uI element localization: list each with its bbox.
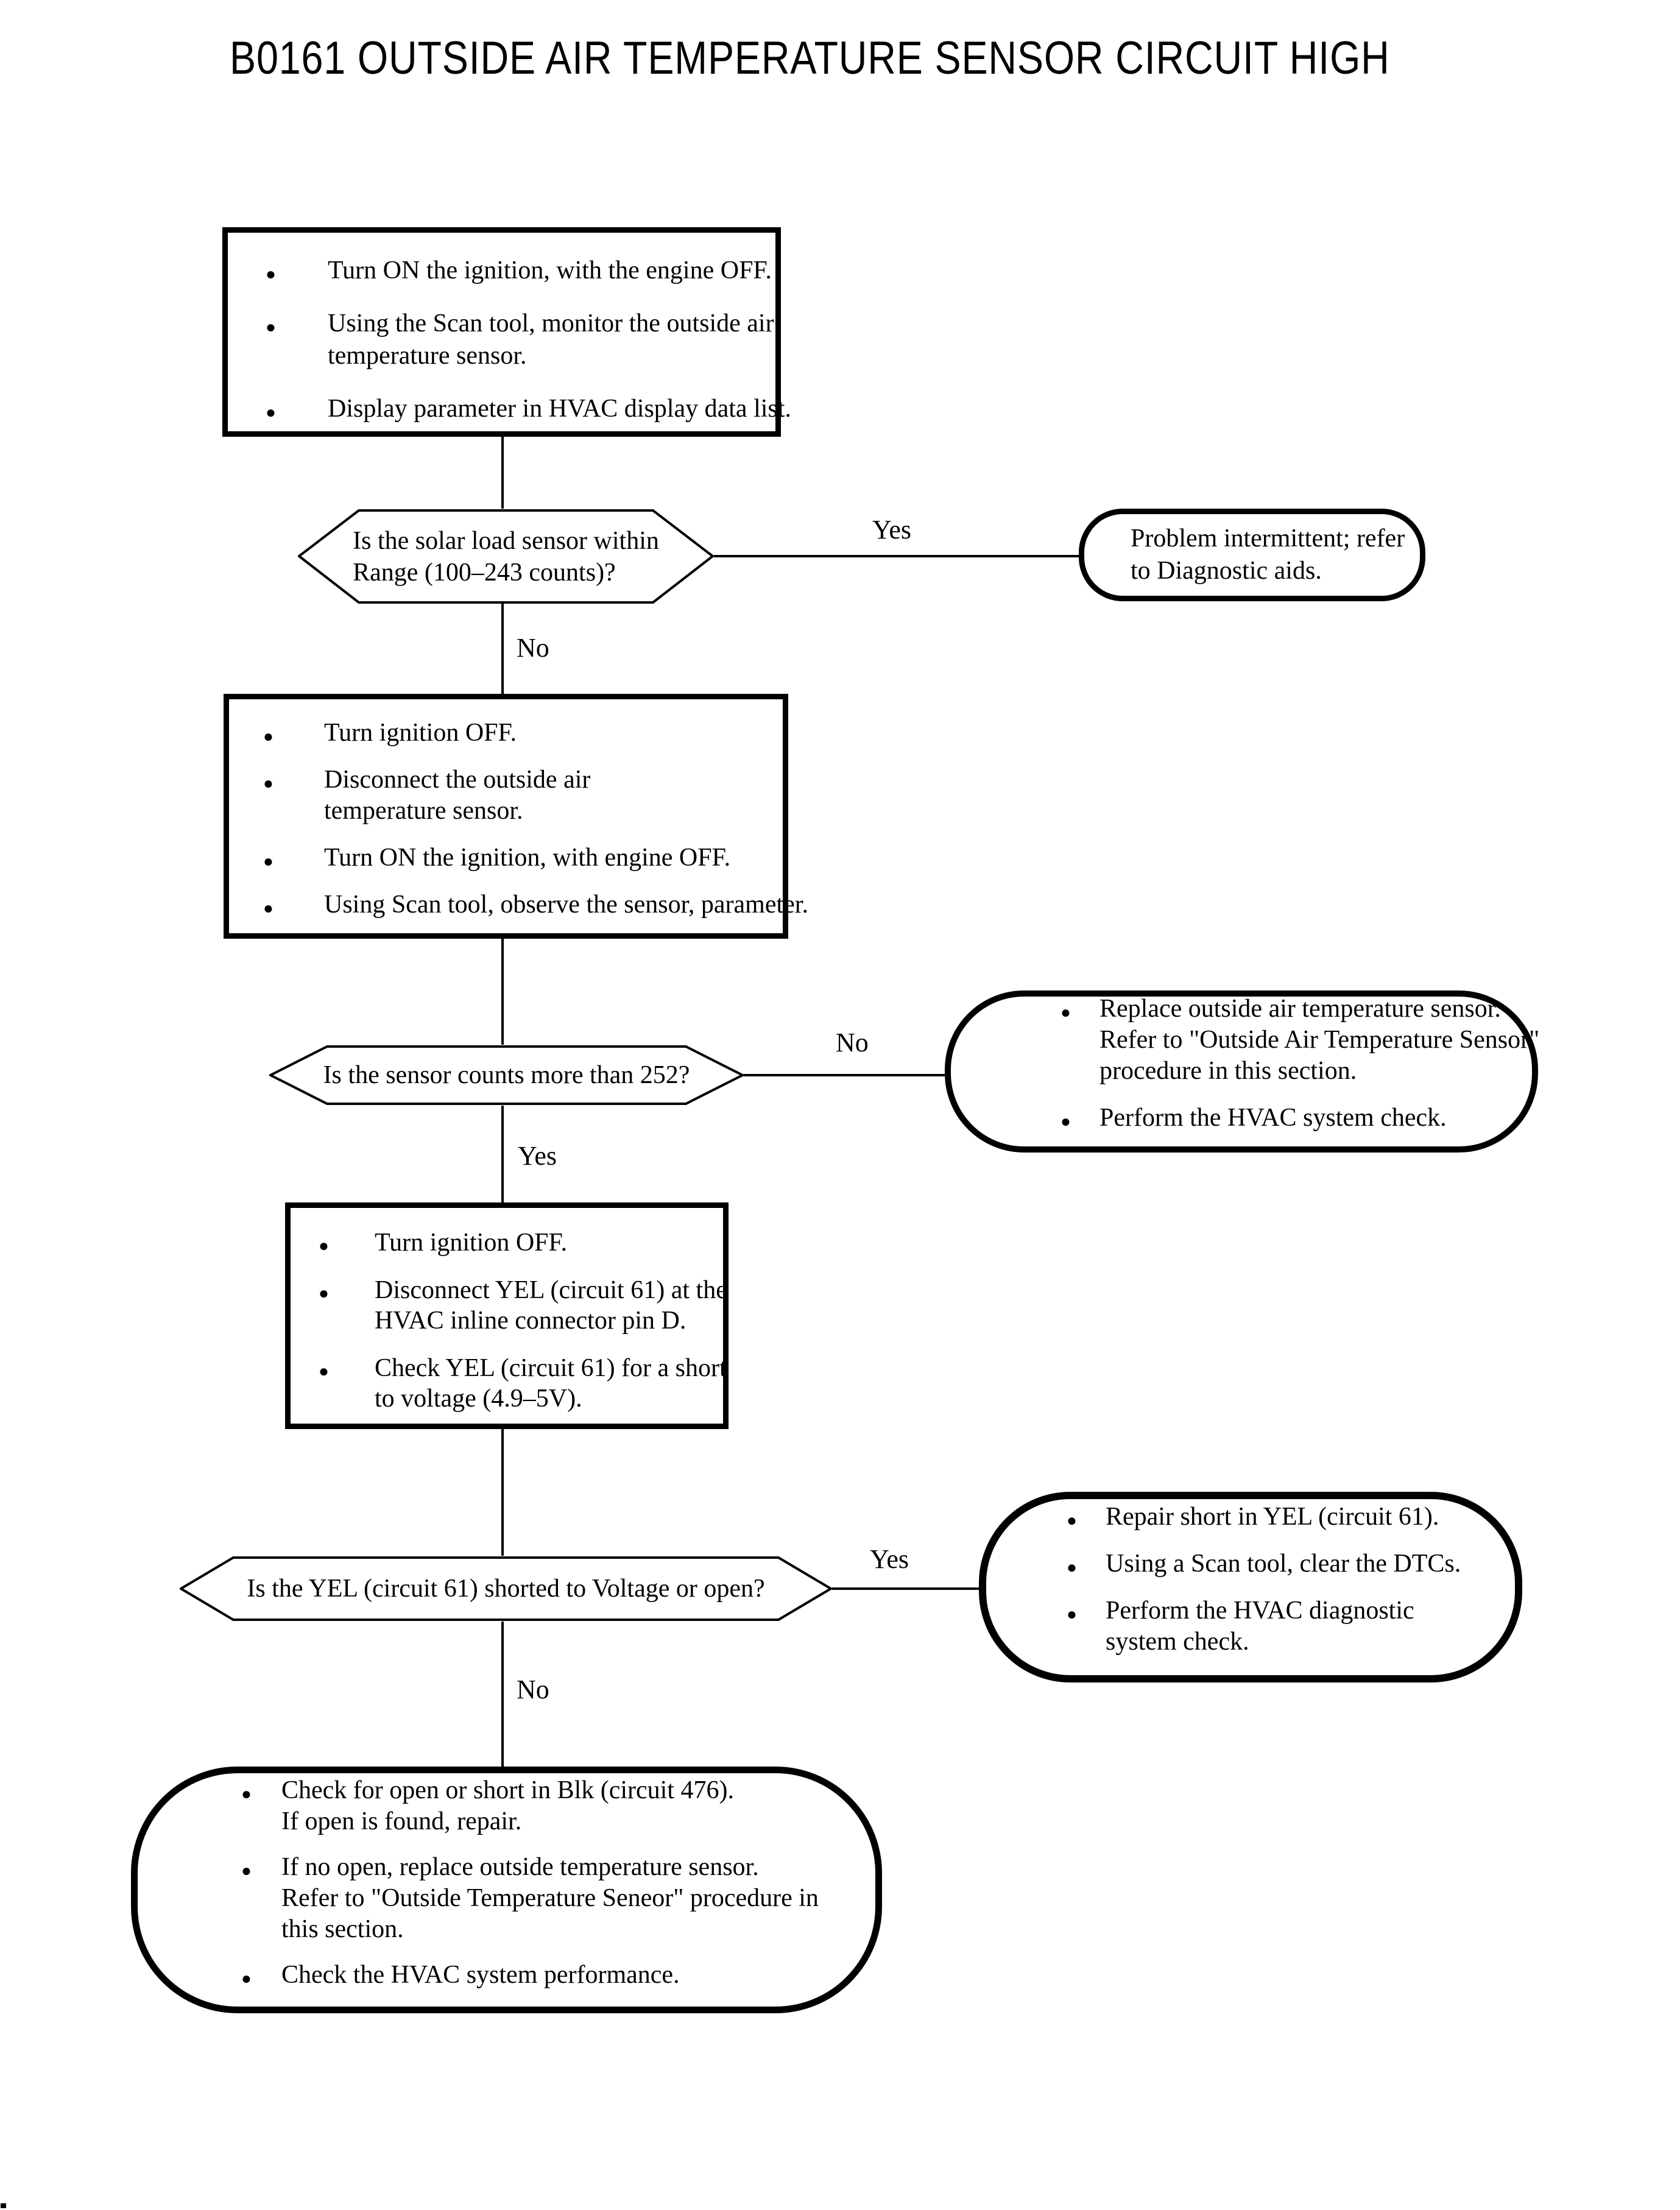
decision-solar-load: Is the solar load sensor within Range (1…	[298, 509, 714, 604]
decision-hexagon-shape	[180, 1556, 832, 1621]
connector-decision-solar-yes	[714, 555, 1079, 557]
decision-sensor-counts-text: Is the sensor counts more than 252?	[323, 1061, 690, 1089]
decision-solar-load-text: Is the solar load sensor within Range (1…	[353, 526, 659, 587]
list-item: Turn ON the ignition, with the engine OF…	[266, 255, 775, 291]
list-item: Using a Scan tool, clear the DTCs.	[1067, 1548, 1515, 1583]
connector-decision-solar-to-step2	[501, 601, 504, 694]
terminal-replace-sensor: Replace outside air temperature sensor. …	[945, 990, 1539, 1153]
label-yes-decision-short: Yes	[870, 1544, 909, 1574]
connector-decision-short-to-terminal-ground	[501, 1622, 504, 1767]
connector-step2-to-decision-counts	[501, 939, 504, 1045]
connector-step3-to-decision-short	[501, 1429, 504, 1556]
scan-speck	[1, 2203, 6, 2208]
page-title: B0161 OUTSIDE AIR TEMPERATURE SENSOR CIR…	[230, 32, 1390, 84]
terminal-check-ground-list: Check for open or short in Blk (circuit …	[241, 1775, 875, 2005]
process-step2-list: Turn ignition OFF. Disconnect the outsid…	[263, 718, 808, 924]
list-item: If no open, replace outside temperature …	[241, 1852, 875, 1945]
label-no-decision-solar: No	[517, 633, 549, 663]
label-yes-decision-solar: Yes	[872, 515, 912, 545]
process-step1-list: Turn ON the ignition, with the engine OF…	[266, 255, 791, 429]
terminal-replace-sensor-list: Replace outside air temperature sensor. …	[1061, 994, 1539, 1149]
list-item: Perform the HVAC system check.	[1061, 1103, 1532, 1137]
decision-yel-shorted: Is the YEL (circuit 61) shorted to Volta…	[180, 1556, 832, 1622]
process-step1: Turn ON the ignition, with the engine OF…	[222, 227, 791, 437]
list-item: Replace outside air temperature sensor. …	[1061, 994, 1539, 1087]
list-item: Perform the HVAC diagnostic system check…	[1067, 1595, 1515, 1658]
list-item: Repair short in YEL (circuit 61).	[1067, 1502, 1515, 1536]
connector-decision-short-yes	[832, 1587, 979, 1590]
label-no-decision-short: No	[517, 1675, 549, 1704]
list-item: Turn ignition OFF.	[319, 1227, 723, 1262]
list-item: Check the HVAC system performance.	[241, 1960, 875, 1994]
terminal-repair-short-list: Repair short in YEL (circuit 61). Using …	[1067, 1502, 1515, 1673]
decision-sensor-counts: Is the sensor counts more than 252?	[269, 1045, 744, 1106]
list-item: Using Scan tool, observe the sensor, par…	[263, 889, 808, 924]
terminal-repair-short: Repair short in YEL (circuit 61). Using …	[979, 1492, 1522, 1682]
connector-decision-counts-no	[744, 1074, 945, 1076]
list-item: Display parameter in HVAC display data l…	[266, 393, 791, 429]
connector-step1-to-decision-solar	[501, 437, 504, 509]
list-item: Using the Scan tool, monitor the outside…	[266, 308, 775, 372]
label-no-decision-counts: No	[836, 1028, 869, 1057]
process-step3-list: Turn ignition OFF. Disconnect YEL (circu…	[319, 1227, 727, 1414]
list-item: Turn ON the ignition, with engine OFF.	[263, 842, 783, 877]
connector-decision-counts-to-step3	[501, 1106, 504, 1202]
decision-hexagon-shape	[269, 1045, 744, 1105]
list-item: Turn ignition OFF.	[263, 718, 783, 752]
terminal-problem-intermittent-text: Problem intermittent; refer to Diagnosti…	[1131, 524, 1405, 585]
decision-yel-shorted-text: Is the YEL (circuit 61) shorted to Volta…	[247, 1575, 765, 1603]
process-step2: Turn ignition OFF. Disconnect the outsid…	[224, 694, 808, 939]
terminal-problem-intermittent: Problem intermittent; refer to Diagnosti…	[1079, 509, 1425, 601]
list-item: Check for open or short in Blk (circuit …	[241, 1775, 875, 1837]
process-step3: Turn ignition OFF. Disconnect YEL (circu…	[285, 1202, 729, 1429]
terminal-check-ground: Check for open or short in Blk (circuit …	[131, 1767, 882, 2013]
label-yes-decision-counts: Yes	[518, 1141, 557, 1171]
decision-hexagon-shape	[298, 509, 714, 604]
